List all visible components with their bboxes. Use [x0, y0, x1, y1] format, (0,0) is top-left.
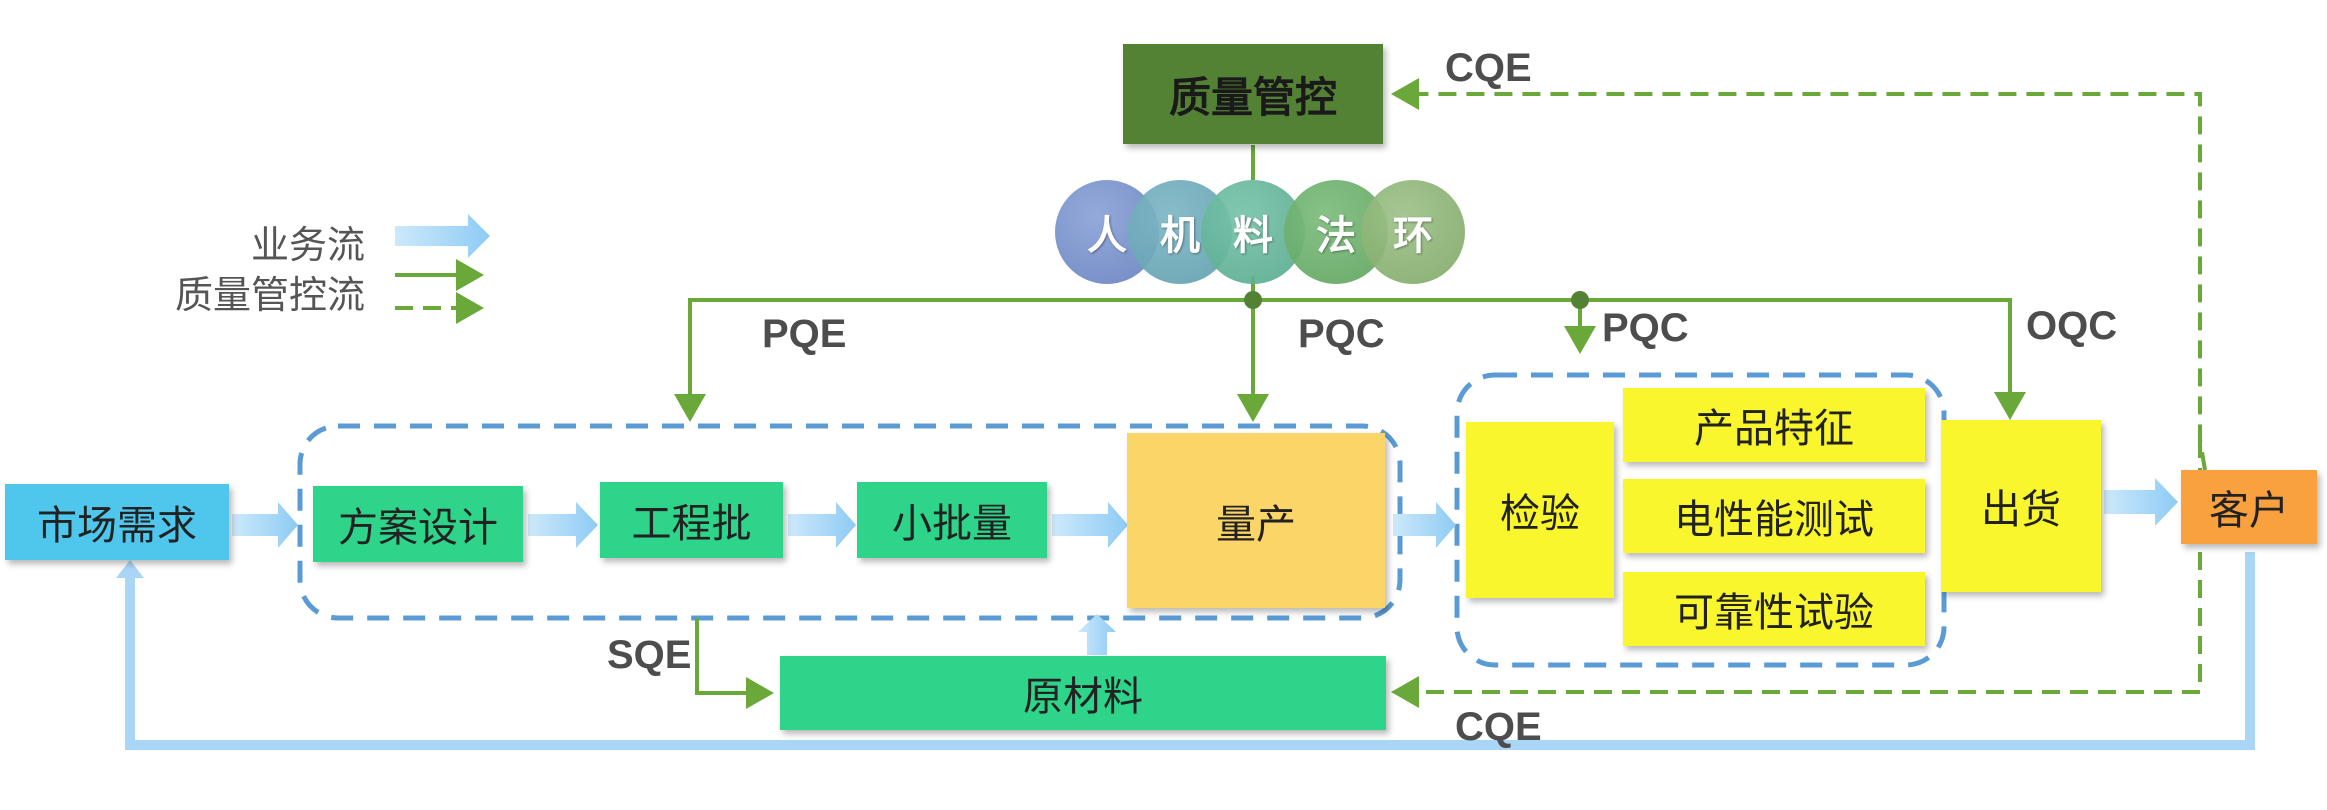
arrow-market-to-design [232, 502, 298, 548]
arrow-engineering-to-smallbatch [788, 502, 856, 548]
legend-quality-flow: 质量管控流 [174, 273, 365, 317]
cqe-top-label: CQE [1445, 46, 1532, 90]
design-box: 方案设计 [313, 486, 523, 562]
inspection-box: 检验 [1466, 422, 1614, 598]
mass-production-box: 量产 [1127, 433, 1385, 608]
cqe-bottom-label: CQE [1455, 705, 1542, 749]
reliability-test-box: 可靠性试验 [1623, 572, 1925, 646]
pqe-label: PQE [762, 312, 847, 356]
legend-business-flow: 业务流 [250, 223, 365, 267]
arrow-design-to-engineering [528, 502, 598, 548]
arrow-material-to-mass [1078, 614, 1116, 655]
development-group-outline [297, 423, 1403, 621]
factor-material: 料 [1201, 180, 1305, 284]
market-demand-box: 市场需求 [5, 484, 229, 560]
raw-material-box: 原材料 [780, 656, 1386, 730]
legend-business-arrow [395, 214, 490, 258]
product-features-box: 产品特征 [1623, 388, 1925, 462]
shipment-box: 出货 [1941, 420, 2101, 592]
small-batch-box: 小批量 [857, 482, 1047, 558]
business-return-loop [125, 552, 2255, 750]
electrical-test-box: 电性能测试 [1623, 479, 1925, 553]
sqe-arrow [695, 618, 774, 709]
arrow-shipment-to-customer [2104, 478, 2178, 526]
sqe-label: SQE [607, 633, 692, 677]
factor-environment: 环 [1361, 180, 1465, 284]
quality-control-box: 质量管控 [1123, 44, 1383, 144]
cqe-top-line [1391, 78, 2207, 471]
arrow-smallbatch-to-mass [1052, 502, 1128, 548]
arrow-mass-to-inspection [1393, 502, 1456, 548]
engineering-batch-box: 工程批 [600, 482, 783, 558]
customer-box: 客户 [2181, 470, 2317, 544]
oqc-label: OQC [2026, 304, 2118, 348]
pqc-left-label: PQC [1298, 312, 1385, 356]
business-flow-arrows [232, 214, 2178, 655]
pqc-right-label: PQC [1602, 306, 1689, 350]
quality-control-label: 质量管控 [1168, 72, 1337, 122]
